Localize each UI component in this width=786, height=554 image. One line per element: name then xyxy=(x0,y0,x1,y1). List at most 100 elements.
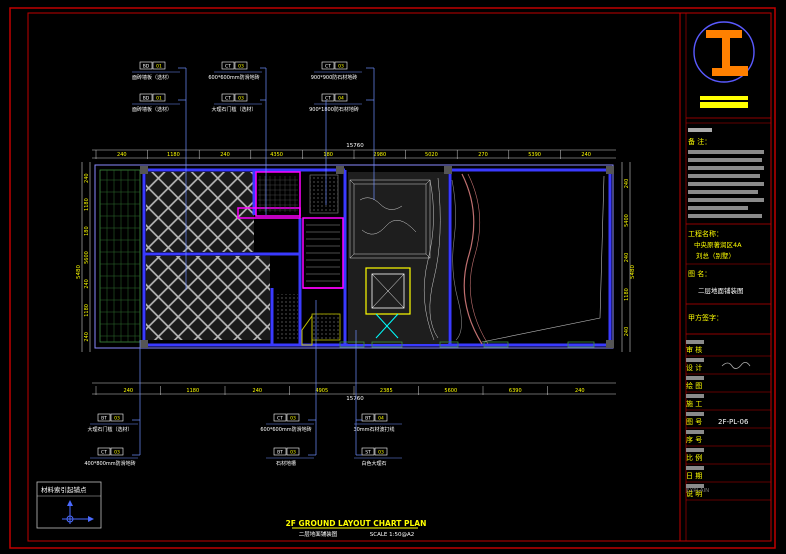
tag-description: 白色大理石 xyxy=(361,460,386,467)
dimension-label: 1180 xyxy=(84,304,90,317)
title-row-label: 比 例 xyxy=(686,453,702,462)
tag-code: CT xyxy=(101,450,107,456)
dimension-label: 240 xyxy=(575,388,585,394)
tag-number: 03 xyxy=(238,96,244,102)
dimension-label: 240 xyxy=(624,253,630,263)
dimension-label: 5020 xyxy=(425,152,438,158)
tag-number: 04 xyxy=(378,416,384,422)
right-dimension-labels: 240 5400 240 1180 240 xyxy=(624,179,630,337)
top-overall-dimension: 15760 xyxy=(346,143,364,149)
note-label: 备 注： xyxy=(688,137,711,146)
title-row-label: 审 核 xyxy=(686,345,702,354)
tag-number: 03 xyxy=(290,450,296,456)
origin-marker-icon xyxy=(66,515,74,523)
room-upper-diamond xyxy=(146,172,254,252)
elevator-shaft xyxy=(365,267,411,315)
material-tag: CT 03 600*600mm防滑地砖 xyxy=(208,61,262,81)
tag-description: 400*800mm防滑地砖 xyxy=(84,460,135,467)
explain-label: EXPLAIN xyxy=(686,488,709,494)
tag-number: 01 xyxy=(156,64,162,70)
dimension-label: 1180 xyxy=(624,288,630,301)
tag-number: 03 xyxy=(238,64,244,70)
drawing-name: 二层地面铺装图 xyxy=(698,286,744,295)
title-row-label: 设 计 xyxy=(686,363,702,372)
inner-border xyxy=(27,12,772,542)
dimension-label: 240 xyxy=(624,327,630,337)
dimension-label: 240 xyxy=(220,152,230,158)
tag-description: 面砖墙板（选材） xyxy=(132,106,172,113)
dimension-label: 240 xyxy=(124,388,134,394)
tag-code: BD xyxy=(143,64,150,70)
tag-code: BT xyxy=(277,450,283,456)
tag-description: 30mm石材波打线 xyxy=(353,426,394,433)
title-block: 备 注： 工程名称： 中央原著润区4A 刘总（别墅） 图 名： 二层地面铺装图 … xyxy=(686,21,771,501)
material-tag: BT 03 大理石门槛（选材） xyxy=(87,413,138,433)
title-row-label: 图 号 xyxy=(686,418,702,426)
legend-title: 材料索引起铺点 xyxy=(41,485,87,494)
tag-description: 900*1800防石材地砖 xyxy=(309,106,359,113)
dimension-label: 240 xyxy=(84,279,90,289)
bottom-overall-dimension: 15760 xyxy=(346,396,364,402)
designer-signature-icon xyxy=(721,362,751,369)
tag-code: BD xyxy=(143,96,150,102)
material-tag: BD 01 面砖墙板（选材） xyxy=(132,61,180,81)
dimension-label: 6390 xyxy=(509,388,522,394)
tag-number: 03 xyxy=(114,416,120,422)
tag-code: CT xyxy=(277,416,283,422)
drawing-title-block: 2F GROUND LAYOUT CHART PLAN 二层地面铺装图 SCAL… xyxy=(286,519,427,538)
dimension-label: 240 xyxy=(84,332,90,342)
tag-code: ST xyxy=(365,450,371,456)
dimension-label: 180 xyxy=(323,152,333,158)
dimension-label: 180 xyxy=(84,226,90,236)
tag-code: CT xyxy=(325,96,331,102)
tag-description: 大理石门槛（选材） xyxy=(211,106,256,113)
dimension-label: 2980 xyxy=(373,152,386,158)
project-line-1: 中央原著润区4A xyxy=(694,240,742,249)
tag-code: CT xyxy=(225,96,231,102)
dimension-label: 240 xyxy=(581,152,591,158)
dimension-label: 5400 xyxy=(624,214,630,227)
dimension-label: 2385 xyxy=(380,388,393,394)
tag-code: BT xyxy=(101,416,107,422)
tag-description: 600*600mm防滑地砖 xyxy=(208,74,259,81)
dimension-label: 240 xyxy=(117,152,127,158)
tag-description: 600*600mm防滑地砖 xyxy=(260,426,311,433)
dimension-label: 1180 xyxy=(167,152,180,158)
tag-description: 900*900防石材地砖 xyxy=(311,74,358,81)
dimension-label: 240 xyxy=(624,179,630,189)
tag-code: CT xyxy=(225,64,231,70)
tag-code: BT xyxy=(365,416,371,422)
title-row-label: 施 工 xyxy=(686,399,702,408)
left-overall-dimension: 5480 xyxy=(76,265,82,279)
title-row-label: 绘 图 xyxy=(686,381,702,390)
dimension-label: 5390 xyxy=(528,152,541,158)
drawing-scale: SCALE 1:50@A2 xyxy=(370,532,415,538)
company-logo-icon xyxy=(693,21,755,83)
drawing-subtitle: 二层地面铺装图 xyxy=(299,530,338,538)
title-row-label: 序 号 xyxy=(686,435,702,444)
tag-number: 04 xyxy=(338,96,344,102)
room-lower-diamond xyxy=(146,256,270,340)
dimension-label: 5600 xyxy=(444,388,457,394)
title-row-label: 说 明 xyxy=(686,489,702,498)
dimension-label: 4905 xyxy=(315,388,328,394)
tag-code: CT xyxy=(325,64,331,70)
tag-description: 大理石门槛（选材） xyxy=(87,426,132,433)
tag-description: 面砖墙板（选材） xyxy=(132,74,172,81)
material-tag: CT 03 大理石门槛（选材） xyxy=(211,93,262,113)
dimension-label: 4350 xyxy=(270,152,283,158)
right-overall-dimension: 5480 xyxy=(630,265,636,279)
title-row-value: 2F-PL-06 xyxy=(718,418,749,426)
material-legend: 材料索引起铺点 xyxy=(36,481,102,529)
